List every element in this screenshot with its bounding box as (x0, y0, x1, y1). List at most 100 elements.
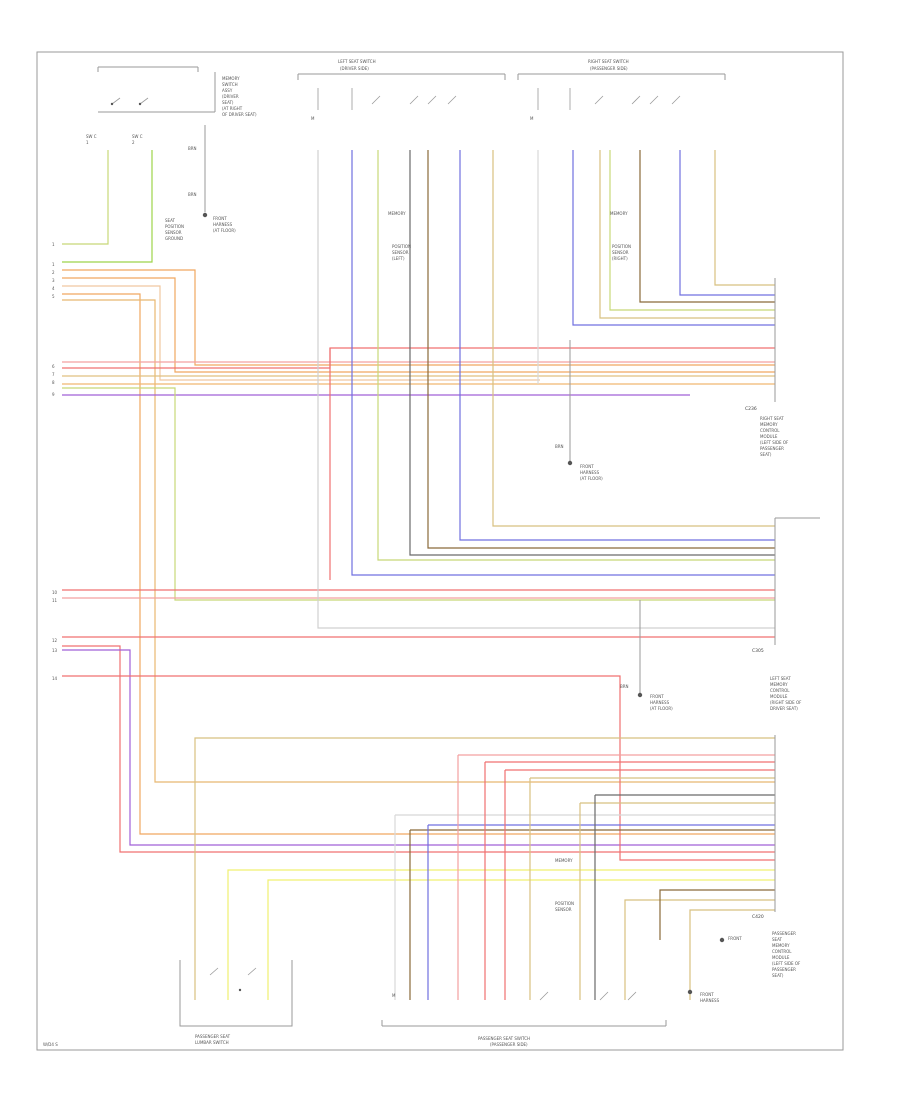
svg-text:2: 2 (52, 270, 55, 275)
svg-text:BRN: BRN (620, 684, 629, 689)
svg-text:RIGHT SEAT SWITCH: RIGHT SEAT SWITCH (588, 59, 629, 64)
svg-text:HARNESS: HARNESS (213, 222, 233, 227)
ground-point-right-upper: BRN FRONT HARNESS (AT FLOOR) (555, 340, 603, 481)
passenger-seat-switch: M PASSENGER SEAT SWITCH (PASSENGER SIDE) (381, 991, 667, 1047)
svg-text:SEAT): SEAT) (760, 452, 772, 457)
right-seat-switch: RIGHT SEAT SWITCH (PASSENGER SIDE) M (517, 59, 726, 121)
svg-text:SENSOR: SENSOR (555, 907, 572, 912)
svg-text:CONTROL: CONTROL (770, 688, 790, 693)
svg-text:(LEFT): (LEFT) (392, 256, 405, 261)
svg-text:HARNESS: HARNESS (700, 998, 720, 1003)
svg-text:SENSOR: SENSOR (612, 250, 629, 255)
svg-text:3: 3 (52, 278, 55, 283)
svg-text:SENSOR: SENSOR (165, 230, 182, 235)
left-connector-labels: 1 1 2 3 4 5 6 7 8 9 10 11 12 13 14 (52, 242, 58, 681)
svg-text:14: 14 (52, 676, 58, 681)
svg-text:MEMORY: MEMORY (610, 211, 628, 216)
svg-text:C420: C420 (752, 914, 764, 920)
svg-text:MEMORY: MEMORY (222, 76, 240, 81)
svg-text:SENSOR: SENSOR (392, 250, 409, 255)
svg-text:OF DRIVER SEAT): OF DRIVER SEAT) (222, 112, 257, 117)
svg-text:(AT FLOOR): (AT FLOOR) (213, 228, 236, 233)
footnote: W/D4 S (43, 1042, 58, 1047)
svg-text:FRONT: FRONT (728, 936, 742, 941)
svg-text:CONTROL: CONTROL (760, 428, 780, 433)
svg-text:POSITION: POSITION (612, 244, 631, 249)
svg-text:HARNESS: HARNESS (650, 700, 670, 705)
svg-text:8: 8 (52, 380, 55, 385)
svg-text:M: M (530, 116, 534, 121)
svg-text:M: M (392, 993, 396, 998)
svg-text:GROUND: GROUND (165, 236, 183, 241)
svg-text:DRIVER SEAT): DRIVER SEAT) (770, 706, 798, 711)
svg-text:(AT RIGHT: (AT RIGHT (222, 106, 243, 111)
svg-text:PASSENGER SEAT: PASSENGER SEAT (195, 1034, 231, 1039)
svg-text:PASSENGER SEAT SWITCH: PASSENGER SEAT SWITCH (478, 1036, 530, 1041)
svg-text:FRONT: FRONT (650, 694, 664, 699)
svg-text:PASSENGER: PASSENGER (772, 931, 796, 936)
left-seat-switch: LEFT SEAT SWITCH (DRIVER SIDE) M (297, 59, 506, 121)
svg-text:SEAT: SEAT (165, 218, 175, 223)
svg-text:11: 11 (52, 598, 58, 603)
svg-text:SW C: SW C (132, 134, 143, 139)
memory-switch: MEMORY SWITCH ASSY (DRIVER SEAT) (AT RIG… (86, 66, 257, 145)
svg-text:LUMBAR SWITCH: LUMBAR SWITCH (195, 1040, 229, 1045)
diagram-frame (36, 51, 844, 1051)
svg-text:BRN: BRN (188, 192, 197, 197)
svg-text:12: 12 (52, 638, 58, 643)
svg-text:MODULE: MODULE (760, 434, 778, 439)
svg-text:(AT FLOOR): (AT FLOOR) (580, 476, 603, 481)
svg-text:CONTROL: CONTROL (772, 949, 792, 954)
svg-text:(DRIVER SIDE): (DRIVER SIDE) (340, 66, 369, 71)
svg-text:6: 6 (52, 364, 55, 369)
svg-text:(AT FLOOR): (AT FLOOR) (650, 706, 673, 711)
memory-position-unit-right: MEMORY POSITION SENSOR (RIGHT) (610, 211, 631, 261)
svg-text:9: 9 (52, 392, 55, 397)
svg-text:SW C: SW C (86, 134, 97, 139)
svg-text:M: M (311, 116, 315, 121)
ground-point-top: BRN BRN SEAT POSITION SENSOR GROUND FRON… (165, 125, 236, 241)
svg-text:(PASSENGER SIDE): (PASSENGER SIDE) (590, 66, 628, 71)
svg-text:(PASSENGER SIDE): (PASSENGER SIDE) (490, 1042, 528, 1047)
svg-text:BRN: BRN (555, 444, 564, 449)
svg-text:PASSENGER: PASSENGER (760, 446, 784, 451)
ground-point-right-middle: BRN FRONT HARNESS (AT FLOOR) (620, 600, 673, 711)
svg-text:SEAT): SEAT) (772, 973, 784, 978)
svg-text:FRONT: FRONT (213, 216, 227, 221)
svg-text:1: 1 (52, 262, 55, 267)
svg-text:POSITION: POSITION (555, 901, 574, 906)
svg-text:13: 13 (52, 648, 58, 653)
svg-text:(DRIVER: (DRIVER (222, 94, 239, 99)
svg-text:BRN: BRN (188, 146, 197, 151)
svg-text:2: 2 (132, 140, 135, 145)
svg-text:(LEFT SIDE OF: (LEFT SIDE OF (760, 440, 789, 445)
svg-text:FRONT: FRONT (580, 464, 594, 469)
svg-text:4: 4 (52, 286, 55, 291)
passenger-seat-lumbar-switch: PASSENGER SEAT LUMBAR SWITCH (179, 960, 293, 1045)
svg-text:C305: C305 (752, 648, 764, 654)
svg-text:(LEFT SIDE OF: (LEFT SIDE OF (772, 961, 801, 966)
svg-text:FRONT: FRONT (700, 992, 714, 997)
ground-point-lower: FRONT HARNESS FRONT (687, 936, 742, 1003)
svg-text:(RIGHT SIDE OF: (RIGHT SIDE OF (770, 700, 802, 705)
svg-text:MEMORY: MEMORY (772, 943, 790, 948)
connector-lower: C420 PASSENGER SEAT MEMORY CONTROL MODUL… (752, 735, 801, 978)
svg-text:1: 1 (52, 242, 55, 247)
svg-text:MEMORY: MEMORY (555, 858, 573, 863)
svg-text:MODULE: MODULE (770, 694, 788, 699)
svg-text:10: 10 (52, 590, 58, 595)
connector-upper: C236 RIGHT SEAT MEMORY CONTROL MODULE (L… (745, 278, 789, 457)
svg-text:SWITCH: SWITCH (222, 82, 238, 87)
svg-text:1: 1 (86, 140, 89, 145)
svg-text:SEAT: SEAT (772, 937, 782, 942)
connector-middle: C305 LEFT SEAT MEMORY CONTROL MODULE (RI… (752, 517, 820, 711)
svg-text:PASSENGER: PASSENGER (772, 967, 796, 972)
svg-text:7: 7 (52, 372, 55, 377)
svg-text:5: 5 (52, 294, 55, 299)
svg-text:RIGHT SEAT: RIGHT SEAT (760, 416, 784, 421)
memory-position-unit-lower: MEMORY POSITION SENSOR (555, 858, 574, 912)
svg-text:HARNESS: HARNESS (580, 470, 600, 475)
svg-text:MEMORY: MEMORY (760, 422, 778, 427)
wire-bundle (62, 150, 775, 1000)
